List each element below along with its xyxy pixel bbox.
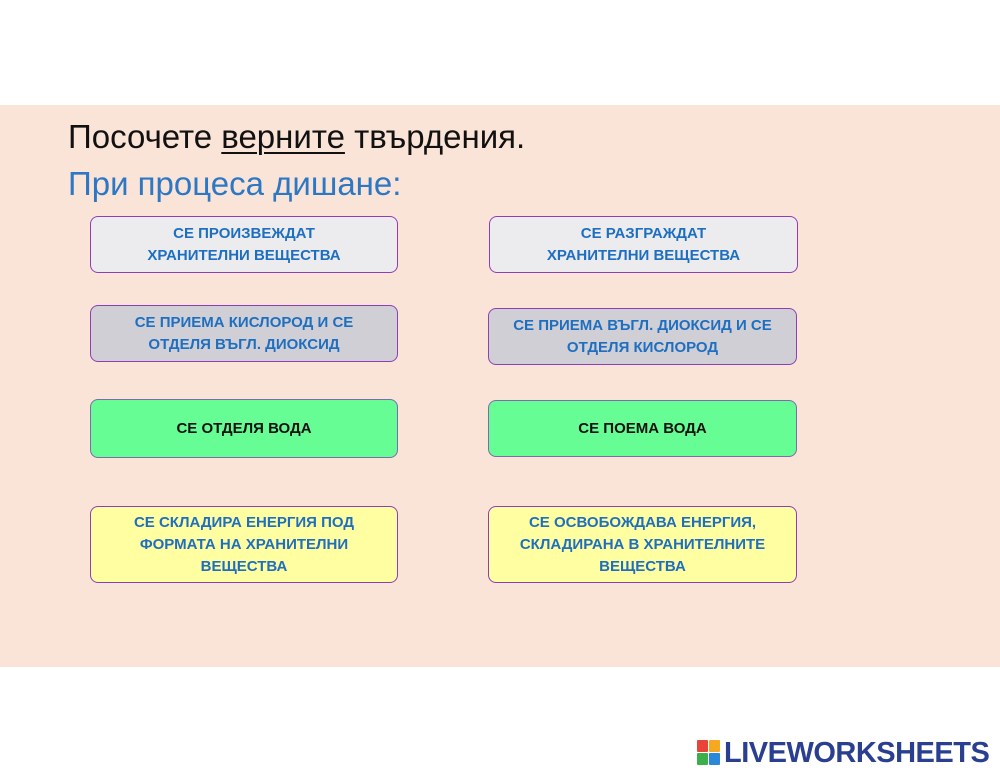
option-label-line: СЕ ПОЕМА ВОДА xyxy=(578,419,707,437)
option-label-line: ХРАНИТЕЛНИ ВЕЩЕСТВА xyxy=(546,246,741,264)
option-label-line: СКЛАДИРАНА В ХРАНИТЕЛНИТЕ xyxy=(519,535,766,553)
option-label-line: ОТДЕЛЯ КИСЛОРОД xyxy=(566,338,719,356)
option-label-line: СЕ СКЛАДИРА ЕНЕРГИЯ ПОД xyxy=(133,513,355,531)
option-label-line: СЕ ПРОИЗВЕЖДАТ xyxy=(173,224,315,242)
option-label-line: ХРАНИТЕЛНИ ВЕЩЕСТВА xyxy=(147,246,341,264)
option-label-line: СЕ ОСВОБОЖДАВА ЕНЕРГИЯ, xyxy=(528,513,757,531)
option-release-water[interactable]: СЕ ОТДЕЛЯ ВОДА xyxy=(90,399,398,458)
option-label-line: СЕ РАЗГРАЖДАТ xyxy=(580,224,707,242)
option-label-line: СЕ ОТДЕЛЯ ВОДА xyxy=(176,419,312,437)
option-take-co2-release-oxygen[interactable]: СЕ ПРИЕМА ВЪГЛ. ДИОКСИД И СЕ ОТДЕЛЯ КИСЛ… xyxy=(488,308,797,365)
option-break-down-nutrients[interactable]: СЕ РАЗГРАЖДАТ ХРАНИТЕЛНИ ВЕЩЕСТВА xyxy=(489,216,798,273)
liveworksheets-logo: LIVEWORKSHEETS xyxy=(697,733,990,773)
instruction-before: Посочете xyxy=(68,118,222,155)
logo-text: LIVEWORKSHEETS xyxy=(724,736,990,769)
option-absorb-water[interactable]: СЕ ПОЕМА ВОДА xyxy=(488,400,797,457)
option-label-line: ВЕЩЕСТВА xyxy=(200,557,288,575)
option-take-oxygen-release-co2[interactable]: СЕ ПРИЕМА КИСЛОРОД И СЕ ОТДЕЛЯ ВЪГЛ. ДИО… xyxy=(90,305,398,362)
option-label-line: ОТДЕЛЯ ВЪГЛ. ДИОКСИД xyxy=(148,335,340,353)
option-label-line: СЕ ПРИЕМА КИСЛОРОД И СЕ xyxy=(134,313,354,331)
option-label-line: СЕ ПРИЕМА ВЪГЛ. ДИОКСИД И СЕ xyxy=(513,316,772,334)
option-release-energy[interactable]: СЕ ОСВОБОЖДАВА ЕНЕРГИЯ, СКЛАДИРАНА В ХРА… xyxy=(488,506,797,583)
option-store-energy[interactable]: СЕ СКЛАДИРА ЕНЕРГИЯ ПОД ФОРМАТА НА ХРАНИ… xyxy=(90,506,398,583)
option-label-line: ФОРМАТА НА ХРАНИТЕЛНИ xyxy=(139,535,349,553)
instruction-emphasis: верните xyxy=(221,118,345,155)
option-produce-nutrients[interactable]: СЕ ПРОИЗВЕЖДАТ ХРАНИТЕЛНИ ВЕЩЕСТВА xyxy=(90,216,398,273)
instruction-title: Посочете верните твърдения. xyxy=(68,115,525,159)
live-blocks-icon xyxy=(697,739,721,767)
instruction-after: твърдения. xyxy=(344,118,526,155)
option-label-line: ВЕЩЕСТВА xyxy=(599,557,686,575)
subtitle: При процеса дишане: xyxy=(68,165,402,202)
